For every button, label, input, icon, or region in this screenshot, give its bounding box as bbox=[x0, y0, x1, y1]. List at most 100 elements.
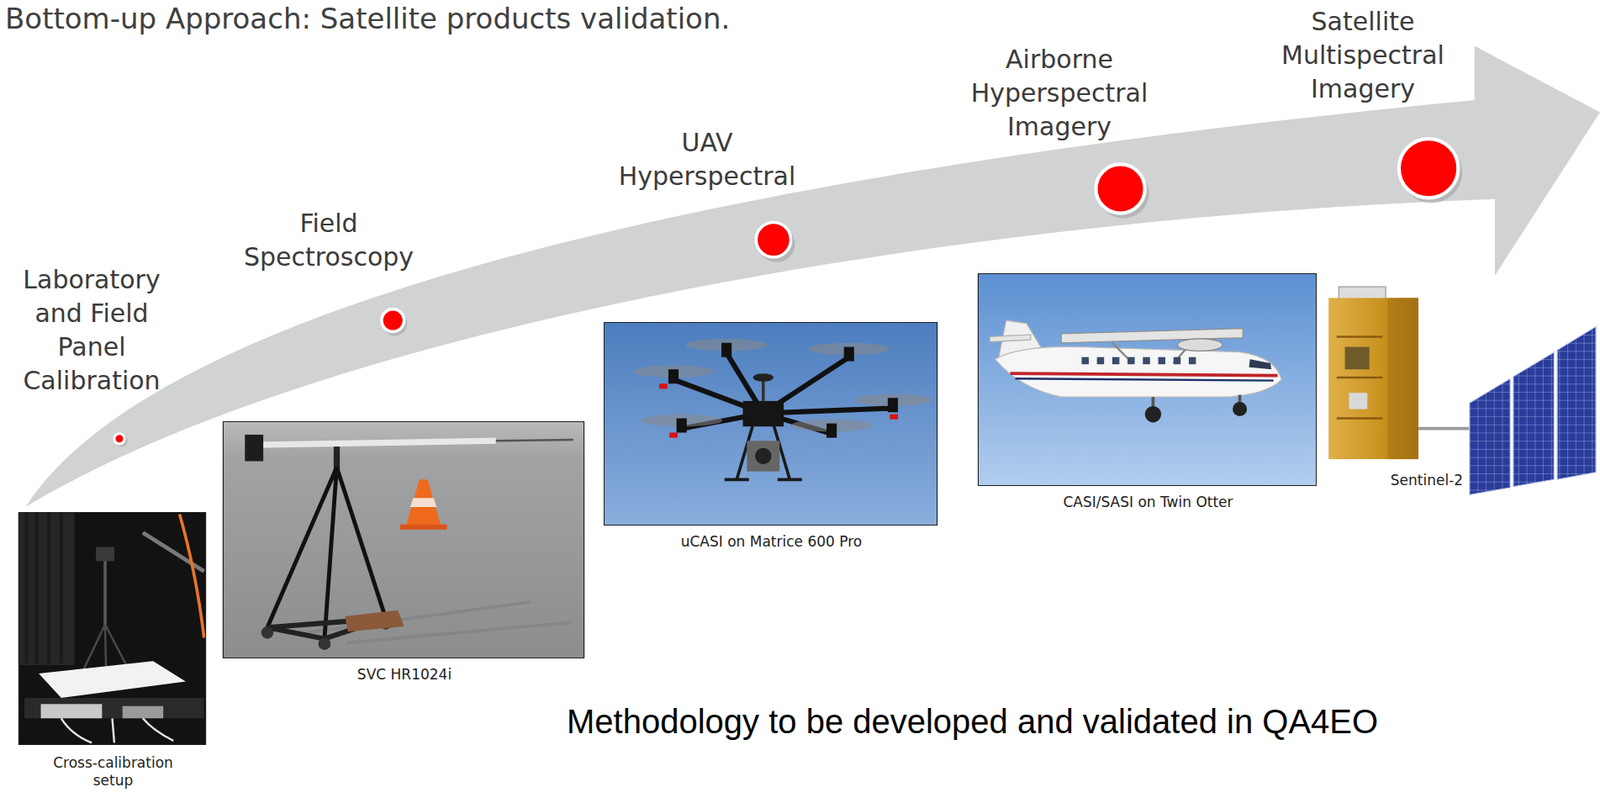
spectrometer-photo bbox=[222, 421, 586, 659]
spectrometer-photo bbox=[406, 479, 441, 526]
spectrometer-photo bbox=[318, 637, 332, 650]
drone-photo bbox=[761, 379, 766, 401]
spectrometer-photo bbox=[400, 524, 448, 530]
aircraft-photo bbox=[1188, 357, 1196, 365]
drone-photo bbox=[632, 338, 932, 432]
spectrometer-photo bbox=[261, 626, 275, 639]
lab-photo bbox=[179, 514, 205, 639]
satellite-picture bbox=[1557, 326, 1596, 480]
lab-photo bbox=[18, 512, 206, 745]
drone-photo bbox=[724, 424, 803, 481]
aircraft-photo bbox=[1152, 395, 1240, 411]
stage-label: Laboratory and Field Panel Calibration bbox=[11, 263, 172, 398]
drone-photo bbox=[668, 343, 898, 439]
drone-photo bbox=[603, 322, 938, 525]
stage-label: Airborne Hyperspectral Imagery bbox=[958, 42, 1161, 144]
stage-dot bbox=[114, 433, 125, 444]
satellite-picture bbox=[1557, 326, 1596, 480]
satellite-picture bbox=[1418, 427, 1470, 431]
photo-caption: Cross-calibration setup bbox=[33, 754, 194, 790]
aircraft-photo bbox=[977, 273, 1317, 486]
drone-photo bbox=[659, 383, 898, 438]
satellite-picture bbox=[1348, 392, 1368, 409]
spectrometer-photo bbox=[222, 421, 586, 659]
lab-photo bbox=[95, 546, 115, 561]
drone-photo bbox=[669, 433, 678, 439]
stage-dot bbox=[381, 309, 405, 333]
aircraft-photo bbox=[1173, 357, 1181, 365]
aircraft-photo bbox=[1145, 406, 1162, 423]
photo-frame: CASI/SASI on Twin Otter bbox=[977, 273, 1317, 486]
drone-photo bbox=[721, 343, 732, 358]
spectrometer-photo bbox=[496, 439, 574, 441]
aircraft-photo bbox=[989, 334, 1031, 342]
photo-caption: uCASI on Matrice 600 Pro bbox=[604, 533, 939, 551]
drone-photo bbox=[889, 414, 898, 420]
satellite-picture bbox=[1469, 378, 1511, 495]
drone-photo bbox=[826, 423, 837, 439]
drone-photo bbox=[887, 397, 898, 412]
spectrometer-photo bbox=[267, 467, 386, 639]
photo-caption: CASI/SASI on Twin Otter bbox=[978, 493, 1318, 512]
aircraft-photo bbox=[1127, 357, 1135, 365]
photo-frame: uCASI on Matrice 600 Pro bbox=[603, 322, 938, 526]
stage-label: Satellite Multispectral Imagery bbox=[1262, 5, 1464, 106]
satellite-picture bbox=[1328, 297, 1419, 460]
satellite-picture bbox=[1328, 286, 1596, 496]
lab-photo bbox=[38, 660, 186, 698]
aircraft-photo bbox=[994, 346, 1282, 397]
aircraft-photo bbox=[1097, 357, 1104, 365]
aircraft-photo bbox=[1232, 401, 1247, 417]
lab-photo bbox=[142, 532, 205, 571]
drone-photo bbox=[676, 418, 687, 434]
photo-frame: Sentinel-2 bbox=[1322, 285, 1596, 465]
satellite-picture bbox=[1336, 336, 1384, 418]
drone-photo bbox=[743, 401, 785, 427]
stage-dot bbox=[1399, 138, 1458, 198]
spectrometer-photo bbox=[254, 440, 496, 445]
stage-label: Field Spectroscopy bbox=[227, 206, 430, 275]
photo-frame: Cross-calibration setup bbox=[18, 512, 206, 745]
lab-photo bbox=[18, 512, 75, 666]
drone-photo bbox=[753, 373, 774, 382]
aircraft-photo bbox=[1081, 357, 1196, 365]
slide-title: Bottom-up Approach: Satellite products v… bbox=[5, 1, 730, 36]
photo-frame: SVC HR1024i bbox=[222, 421, 585, 659]
stage-dot bbox=[755, 222, 791, 258]
drone-photo bbox=[603, 322, 938, 525]
stage-dot bbox=[1095, 163, 1145, 213]
aircraft-photo bbox=[1081, 357, 1088, 365]
lab-photo bbox=[122, 706, 164, 719]
lab-photo bbox=[26, 512, 62, 664]
satellite-picture bbox=[1388, 297, 1419, 460]
aircraft-photo bbox=[1157, 357, 1165, 365]
aircraft-photo bbox=[1010, 373, 1278, 375]
methodology-note: Methodology to be developed and validate… bbox=[566, 702, 1379, 741]
aircraft-photo bbox=[977, 273, 1317, 486]
aircraft-photo bbox=[1142, 357, 1150, 365]
satellite-picture bbox=[1513, 352, 1555, 487]
satellite-picture bbox=[1345, 347, 1370, 370]
drone-photo bbox=[668, 369, 679, 384]
drone-photo bbox=[755, 448, 771, 465]
spectrometer-photo bbox=[244, 434, 264, 462]
lab-photo bbox=[18, 512, 206, 745]
aircraft-photo bbox=[1249, 359, 1273, 370]
stage-label: UAV Hyperspectral bbox=[606, 126, 808, 194]
satellite-picture bbox=[1469, 378, 1511, 495]
lab-photo bbox=[24, 697, 205, 719]
lab-photo bbox=[41, 703, 103, 719]
photo-caption: SVC HR1024i bbox=[223, 665, 586, 684]
spectrometer-photo bbox=[344, 610, 404, 632]
photo-caption: Sentinel-2 bbox=[1363, 471, 1490, 490]
aircraft-photo bbox=[1015, 378, 1274, 381]
lab-photo bbox=[61, 718, 175, 743]
lab-photo bbox=[103, 559, 107, 628]
spectrometer-photo bbox=[410, 497, 438, 507]
drone-photo bbox=[746, 440, 780, 471]
aircraft-photo bbox=[1112, 357, 1120, 365]
satellite-picture bbox=[1513, 352, 1555, 487]
aircraft-photo bbox=[1177, 338, 1223, 352]
